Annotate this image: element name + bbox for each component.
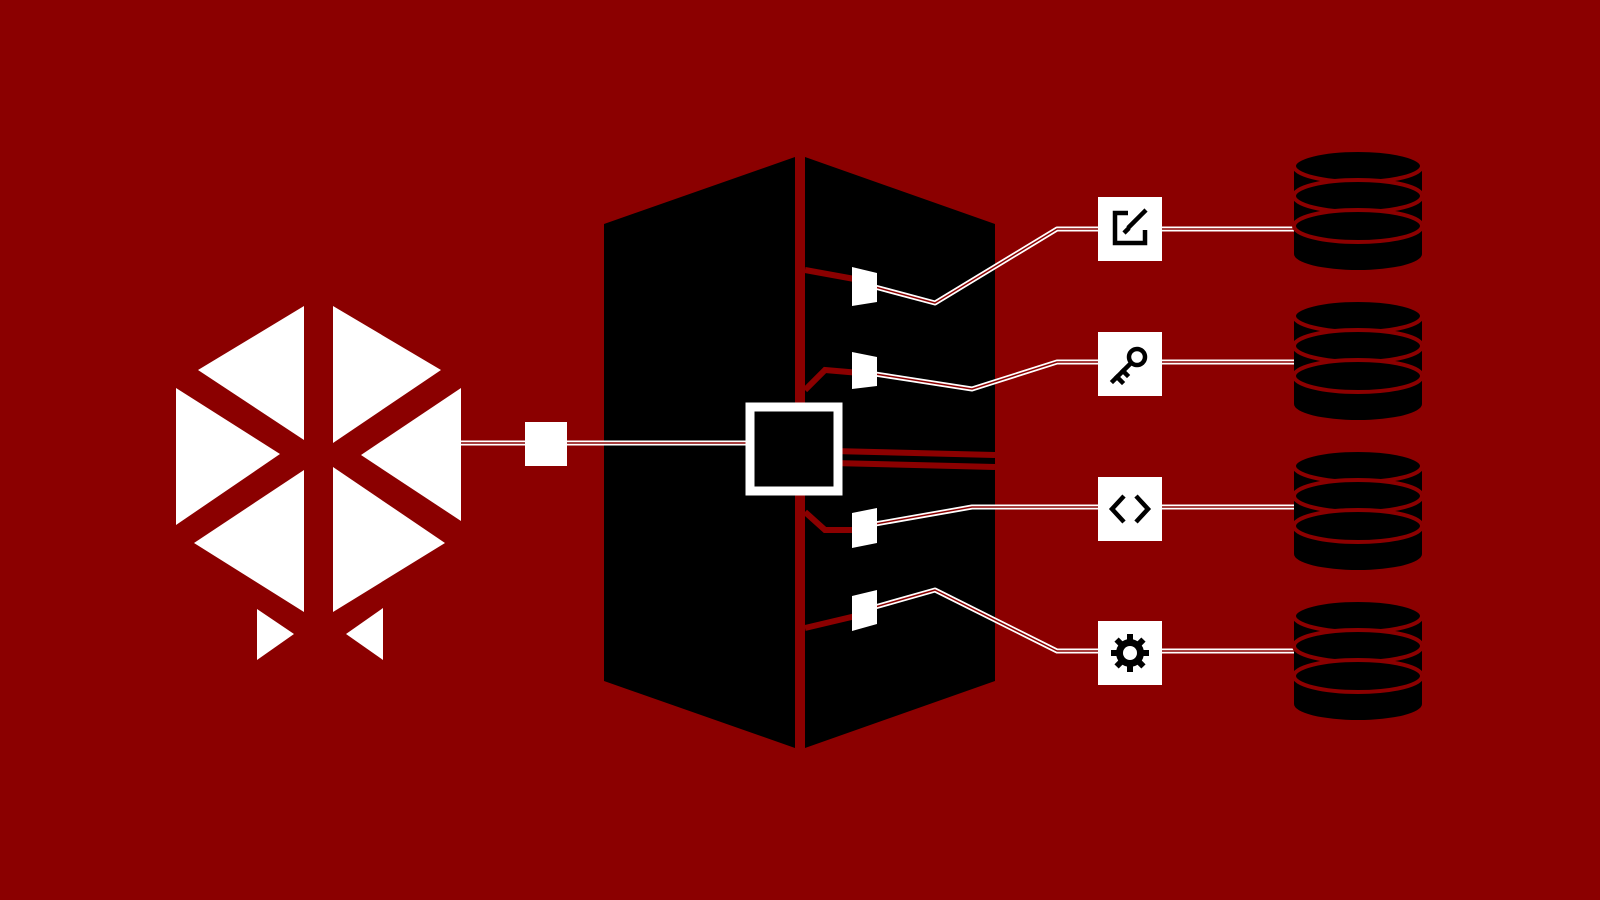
database-layer-cap [1292,148,1424,184]
connector-node [525,422,567,466]
service-code [1098,477,1162,541]
service-key [1098,332,1162,396]
database-layer-cap [1292,358,1424,394]
port-4 [852,590,877,631]
code-icon [1108,494,1152,524]
logo-triangle-left [176,388,280,525]
database-layer-cap [1292,298,1424,334]
port-3 [852,508,877,548]
server-panel-seams [802,267,996,631]
database-layer-cap [1292,598,1424,634]
logo-triangle-small-left [257,609,294,660]
empty-square-node [745,402,843,496]
logo-triangle-small-right [346,608,383,660]
port-1 [852,267,877,306]
database-layer-cap [1292,628,1424,664]
database-layer-cap [1292,178,1424,214]
logo-triangle-top-left [198,306,304,440]
server-left-panel [604,157,795,748]
logo-triangle-bottom-right [333,467,445,612]
logo-triangle-top-right [333,306,441,443]
database-layer-cap [1292,508,1424,544]
key-icon [1109,346,1148,386]
logo-connector [461,422,748,466]
database-layer-cap [1292,658,1424,694]
database-3 [1292,448,1424,570]
port-2 [852,352,877,389]
database-layer-cap [1292,478,1424,514]
logo-triangle-bottom-left [194,470,304,612]
gear-icon [1111,634,1149,672]
database-layer-cap [1292,328,1424,364]
service-edit [1098,197,1162,261]
service-box [1098,477,1162,541]
database-layer-cap [1292,448,1424,484]
database-layer-cap [1292,208,1424,244]
database-2 [1292,298,1424,420]
logo-triangle-right [361,388,461,521]
edit-icon [1112,208,1148,246]
database-1 [1292,148,1424,270]
service-gear [1098,621,1162,685]
triangle-hexagon-logo [176,306,461,660]
server-ports [852,267,877,631]
database-4 [1292,598,1424,720]
